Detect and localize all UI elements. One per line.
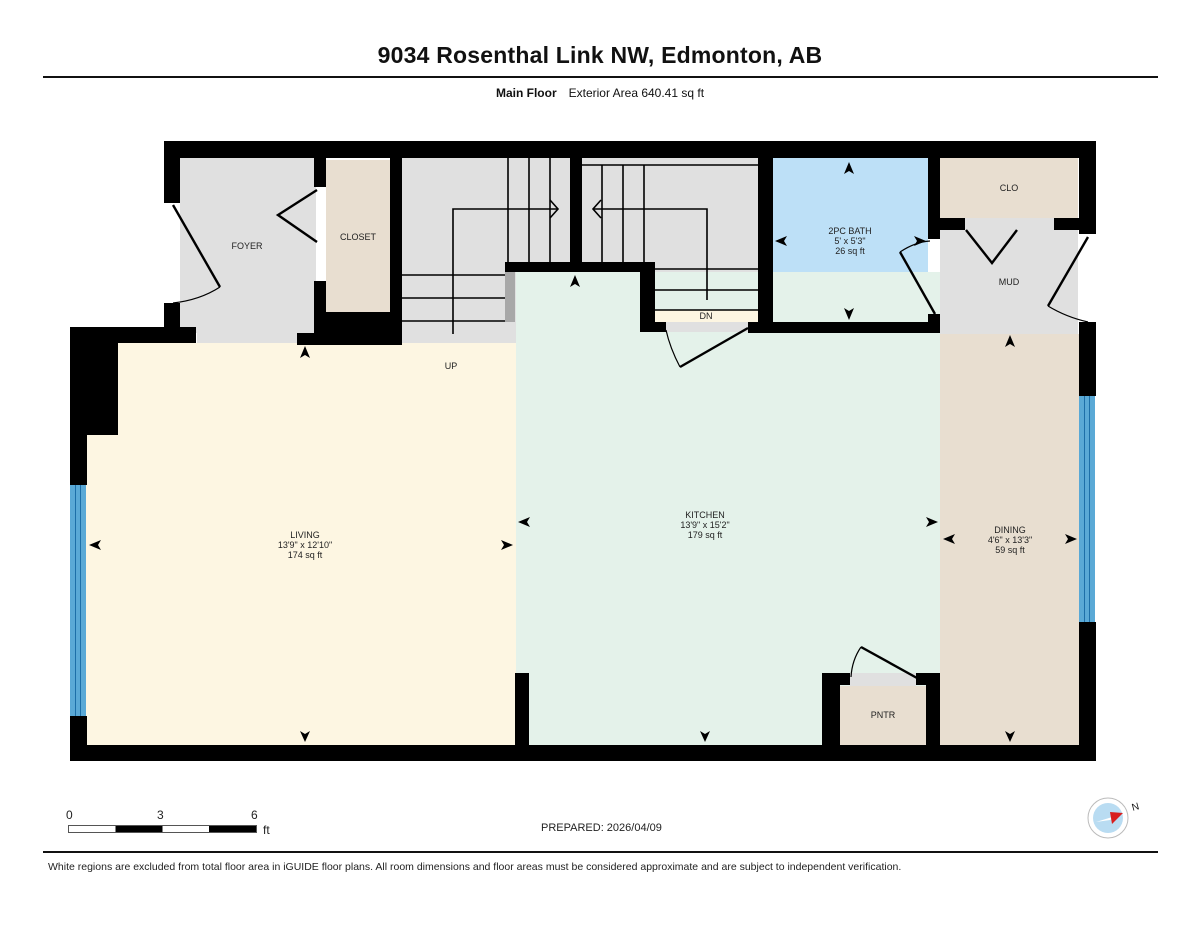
arrow-living-top: [300, 346, 310, 358]
arrow-kitchen-right: [926, 517, 938, 527]
bath-name: 2PC BATH: [828, 226, 872, 236]
room-clo: [940, 158, 1078, 218]
dining-dims: 4'6" x 13'3": [987, 535, 1033, 545]
floor-plan: FOYER CLOSET UP DN CLO MUD PNTR 2PC BATH…: [70, 141, 1096, 761]
wall-pantry-top-left: [822, 673, 850, 685]
label-mud: MUD: [998, 277, 1020, 287]
foyer-entry-threshold: [197, 333, 297, 343]
wall-kitchen-stub: [515, 673, 529, 753]
dining-name: DINING: [994, 525, 1026, 535]
room-dining: [940, 334, 1080, 745]
wall-left-bottom: [70, 716, 87, 761]
living-dims: 13'9" x 12'10": [277, 540, 333, 550]
scale-tick-6: 6: [251, 808, 258, 822]
wall-dn-left: [640, 262, 655, 332]
label-dining: DINING 4'6" x 13'3" 59 sq ft: [960, 525, 1060, 555]
dn-landing: [655, 310, 758, 322]
arrow-dining-left: [943, 534, 955, 544]
scale-bar: 0 3 6 ft: [66, 808, 286, 838]
arrow-living-left: [89, 540, 101, 550]
arrow-dining-bottom: [1005, 731, 1015, 742]
wall-foyer-left-top: [164, 141, 180, 203]
stair-handrail: [505, 272, 515, 322]
wall-pantry-left: [822, 673, 840, 753]
floor-summary: Main Floor Exterior Area 640.41 sq ft: [0, 86, 1200, 100]
label-clo: CLO: [999, 183, 1019, 193]
room-pantry: [840, 686, 926, 745]
room-closet: [326, 160, 390, 312]
kitchen-area: 179 sq ft: [687, 530, 723, 540]
floor-name: Main Floor: [495, 86, 557, 100]
arrow-dining-right: [1065, 534, 1077, 544]
label-pntr: PNTR: [870, 710, 896, 720]
living-area: 174 sq ft: [287, 550, 323, 560]
pantry-threshold: [850, 673, 916, 686]
wall-stair-mid: [570, 141, 582, 272]
arrow-bath-bottom: [844, 308, 854, 320]
bath-area: 26 sq ft: [835, 246, 865, 256]
arrow-dining-top: [1005, 335, 1015, 347]
dn-threshold: [666, 322, 748, 332]
wall-pantry-right: [926, 673, 940, 753]
wall-bath-right-top: [928, 141, 940, 239]
wall-right: [1079, 141, 1096, 234]
prepared-date: PREPARED: 2026/04/09: [541, 822, 662, 834]
page-title: 9034 Rosenthal Link NW, Edmonton, AB: [377, 42, 823, 68]
label-bath: 2PC BATH 5' x 5'3" 26 sq ft: [800, 226, 900, 256]
living-name: LIVING: [290, 530, 320, 540]
exterior-area: Exterior Area 640.41 sq ft: [568, 86, 705, 100]
plan-linework: [89, 158, 1090, 742]
room-living: [86, 343, 516, 745]
wall-foyer-left-bottom: [164, 303, 180, 343]
compass: N: [1086, 796, 1141, 840]
label-foyer: FOYER: [231, 241, 263, 251]
kitchen-name: KITCHEN: [685, 510, 725, 520]
arrow-kitchen-left: [518, 517, 530, 527]
wall-closet-bottom: [314, 312, 402, 343]
wall-closet-right: [390, 141, 402, 345]
scale-tick-3: 3: [157, 808, 164, 822]
bath-dims: 5' x 5'3": [834, 236, 866, 246]
footer-divider: [43, 851, 1158, 853]
header-divider: [43, 76, 1158, 78]
scale-unit: ft: [263, 823, 270, 837]
arrow-living-bottom: [300, 731, 310, 742]
wall-right-bottom: [1079, 622, 1096, 760]
dining-area: 59 sq ft: [995, 545, 1025, 555]
wall-dn-bottom: [640, 322, 666, 332]
label-living: LIVING 13'9" x 12'10" 174 sq ft: [255, 530, 355, 560]
wall-bath-left: [758, 141, 773, 332]
wall-clo-bottom-right: [1054, 218, 1096, 230]
wall-stair-bottom: [505, 262, 655, 272]
label-dn: DN: [699, 311, 713, 321]
arrow-bath-right: [914, 236, 926, 246]
room-foyer: [180, 158, 316, 333]
room-mud: [940, 218, 1078, 334]
arrow-bath-top: [844, 162, 854, 174]
wall-bath-bottom: [748, 322, 940, 333]
arrow-kitchen-bottom: [700, 731, 710, 742]
window-living: [70, 485, 86, 716]
arrow-living-right: [501, 540, 513, 550]
window-dining: [1079, 396, 1095, 622]
label-closet: CLOSET: [339, 232, 376, 242]
kitchen-dims: 13'9" x 15'2": [680, 520, 730, 530]
wall-closet-left-top: [314, 141, 326, 187]
disclaimer: White regions are excluded from total fl…: [48, 861, 902, 873]
wall-clo-bottom-left: [940, 218, 965, 230]
scale-tick-0: 0: [66, 808, 73, 822]
wall-bath-right-bottom: [928, 314, 940, 333]
wall-right-lower: [1079, 322, 1096, 396]
compass-icon: [1087, 797, 1129, 839]
arrow-kitchen-top: [570, 275, 580, 287]
label-kitchen: KITCHEN 13'9" x 15'2" 179 sq ft: [655, 510, 755, 540]
scale-bar-graphic: [68, 825, 257, 833]
label-up: UP: [444, 361, 458, 371]
room-kitchen: [516, 272, 940, 745]
wall-left-pier: [70, 327, 118, 435]
arrow-bath-left: [775, 236, 787, 246]
